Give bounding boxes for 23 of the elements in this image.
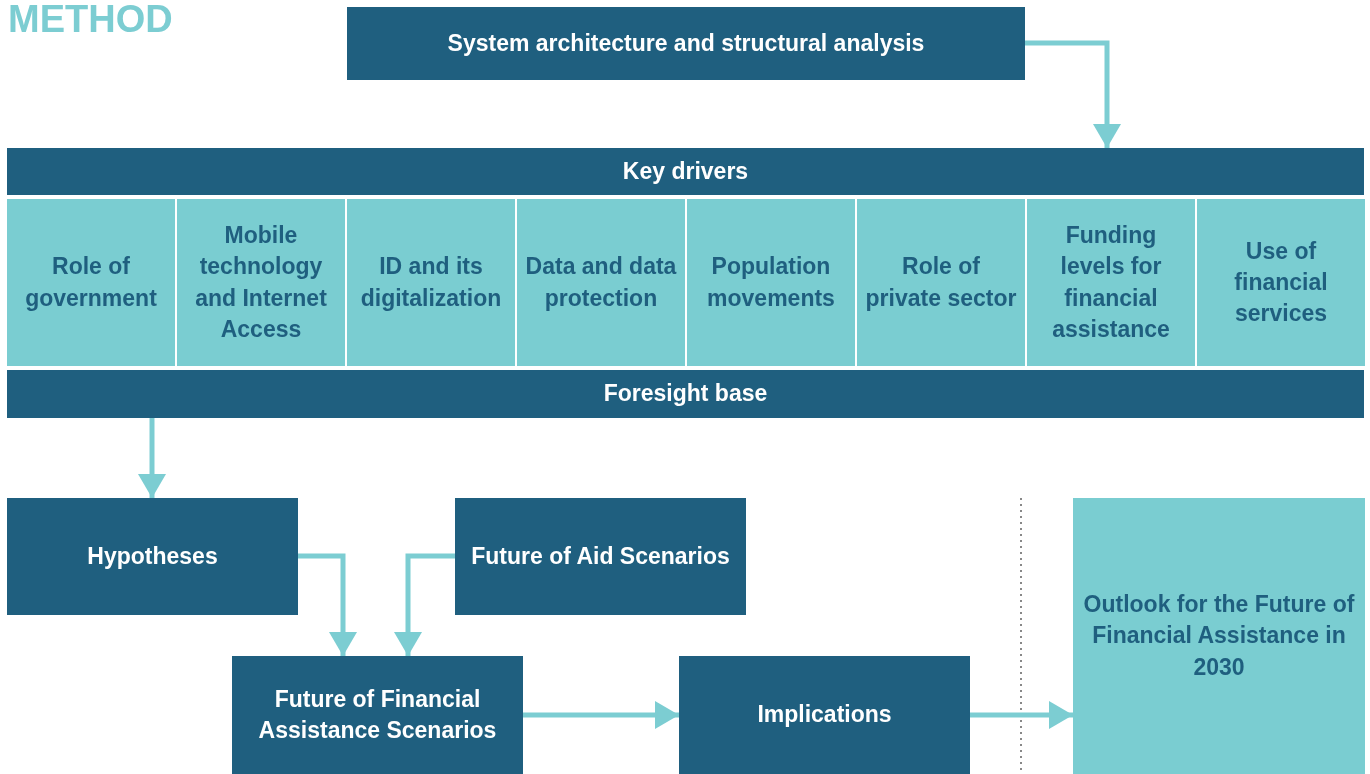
driver-cell: ID and its digitalization	[347, 199, 515, 366]
process-box: Future of Financial Assistance Scenarios	[232, 656, 523, 774]
header-band: Key drivers	[7, 148, 1364, 195]
process-box: System architecture and structural analysis	[347, 7, 1025, 80]
process-box: Implications	[679, 656, 970, 774]
arrow	[298, 553, 357, 656]
driver-cell: Mobile technology and Internet Access	[177, 199, 345, 366]
driver-cell: Use of financial services	[1197, 199, 1365, 366]
arrow	[970, 701, 1073, 729]
arrow	[394, 553, 455, 656]
arrow	[138, 418, 166, 498]
outcome-box: Outlook for the Future of Financial Assistance in 2030	[1073, 498, 1365, 774]
driver-cell: Role of government	[7, 199, 175, 366]
driver-cell: Population movements	[687, 199, 855, 366]
driver-cell: Data and data protection	[517, 199, 685, 366]
arrow	[1025, 40, 1121, 148]
footer-band: Foresight base	[7, 370, 1364, 418]
driver-cell: Role of private sector	[857, 199, 1025, 366]
arrow	[523, 701, 679, 729]
process-box: Hypotheses	[7, 498, 298, 615]
driver-cell: Funding levels for financial assistance	[1027, 199, 1195, 366]
process-box: Future of Aid Scenarios	[455, 498, 746, 615]
title: METHOD	[8, 0, 173, 41]
